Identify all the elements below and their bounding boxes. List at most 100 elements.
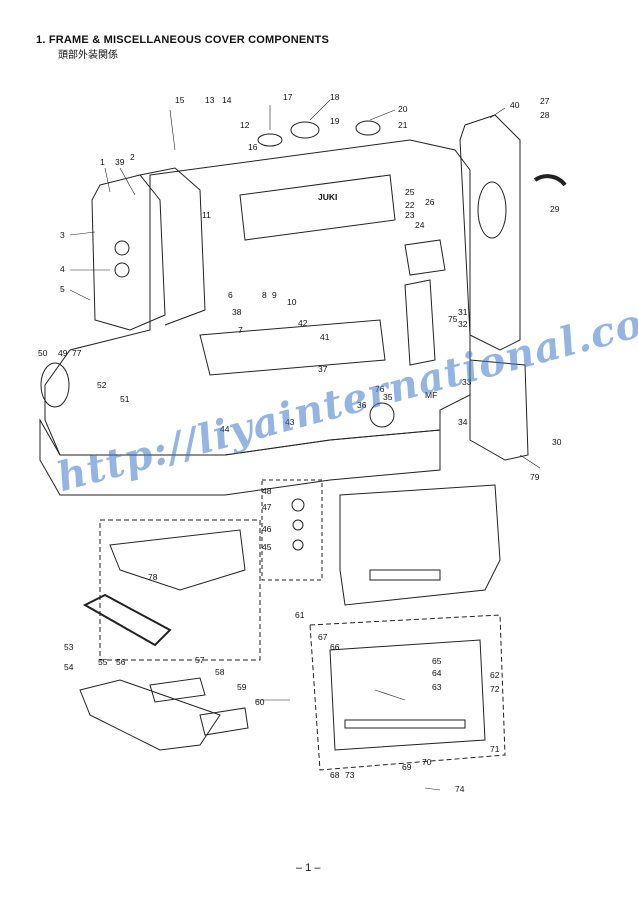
side-cover [459,114,521,351]
callout-44: 44 [220,424,230,434]
callout-2: 2 [130,152,135,162]
cover-31 [404,279,436,366]
callout-34: 34 [458,417,468,427]
callout-23: 23 [405,210,415,220]
callout-75: 75 [448,314,458,324]
callout-42: 42 [298,318,308,328]
callout-59: 59 [237,682,247,692]
callout-67: 67 [318,632,328,642]
top-cover-17 [257,133,283,147]
handwheel [40,362,70,408]
face-plate [91,174,166,331]
callout-51: 51 [120,394,130,404]
callout-47: 47 [262,502,272,512]
thread-guide-29 [533,174,567,187]
callout-45: 45 [262,542,272,552]
callout-57: 57 [195,655,205,665]
callout-19: 19 [330,116,340,126]
callout-6: 6 [228,290,233,300]
oil-cap-20 [355,120,381,136]
callout-55: 55 [98,657,108,667]
callout-64: 64 [432,668,442,678]
callout-12: 12 [240,120,250,130]
callout-4: 4 [60,264,65,274]
callout-5: 5 [60,284,65,294]
callout-71: 71 [490,744,500,754]
callout-25: 25 [405,187,415,197]
callout-35: 35 [383,392,393,402]
callout-17: 17 [283,92,293,102]
callout-38: 38 [232,307,242,317]
callout-56: 56 [116,657,126,667]
callout-68: 68 [330,770,340,780]
model-label: MF [425,390,437,400]
callout-14: 14 [222,95,232,105]
callout-61: 61 [295,610,305,620]
page-number: – 1 – [296,862,321,874]
callout-33: 33 [462,377,472,387]
callout-22: 22 [405,200,415,210]
callout-20: 20 [398,104,408,114]
spring-group [261,479,323,581]
callout-31: 31 [458,307,468,317]
callout-46: 46 [262,524,272,534]
plate-24 [404,239,446,276]
callout-18: 18 [330,92,340,102]
callout-53: 53 [64,642,74,652]
callout-70: 70 [422,757,432,767]
callout-24: 24 [415,220,425,230]
callout-39: 39 [115,157,125,167]
callout-66: 66 [330,642,340,652]
callout-76: 76 [375,384,385,394]
callout-63: 63 [432,682,442,692]
callout-36: 36 [357,400,367,410]
callout-13: 13 [205,95,215,105]
callout-50: 50 [38,348,48,358]
callout-78: 78 [148,572,158,582]
callout-30: 30 [552,437,562,447]
callout-21: 21 [398,120,408,130]
callout-79: 79 [530,472,540,482]
callout-10: 10 [287,297,297,307]
oil-tank-cover [339,484,501,606]
slide-plate-58 [149,677,206,703]
callout-15: 15 [175,95,185,105]
callout-54: 54 [64,662,74,672]
oil-cap-18 [290,121,320,139]
callout-43: 43 [285,417,295,427]
callout-62: 62 [490,670,500,680]
callout-27: 27 [540,96,550,106]
machine-bed-outline [39,418,441,496]
callout-37: 37 [318,364,328,374]
callout-77: 77 [72,348,82,358]
callout-8: 8 [262,290,267,300]
callout-69: 69 [402,762,412,772]
callout-26: 26 [425,197,435,207]
callout-52: 52 [97,380,107,390]
callout-58: 58 [215,667,225,677]
slide-plate-59 [199,707,249,736]
callout-72: 72 [490,684,500,694]
page-title: 1. FRAME & MISCELLANEOUS COVER COMPONENT… [36,34,329,46]
page-subtitle: 頭部外装関係 [58,50,118,61]
callout-16: 16 [248,142,258,152]
callout-73: 73 [345,770,355,780]
callout-41: 41 [320,332,330,342]
leader-lines [69,99,541,791]
callout-49: 49 [58,348,68,358]
base-plate [79,679,221,751]
lower-side-cover [469,359,529,461]
callout-28: 28 [540,110,550,120]
callout-3: 3 [60,230,65,240]
callout-11: 11 [202,210,211,220]
callout-48: 48 [262,486,272,496]
callout-32: 32 [458,319,468,329]
callout-74: 74 [455,784,465,794]
callout-60: 60 [255,697,265,707]
gasket [82,593,172,647]
callout-40: 40 [510,100,520,110]
callout-9: 9 [272,290,277,300]
oil-pan [309,614,506,771]
